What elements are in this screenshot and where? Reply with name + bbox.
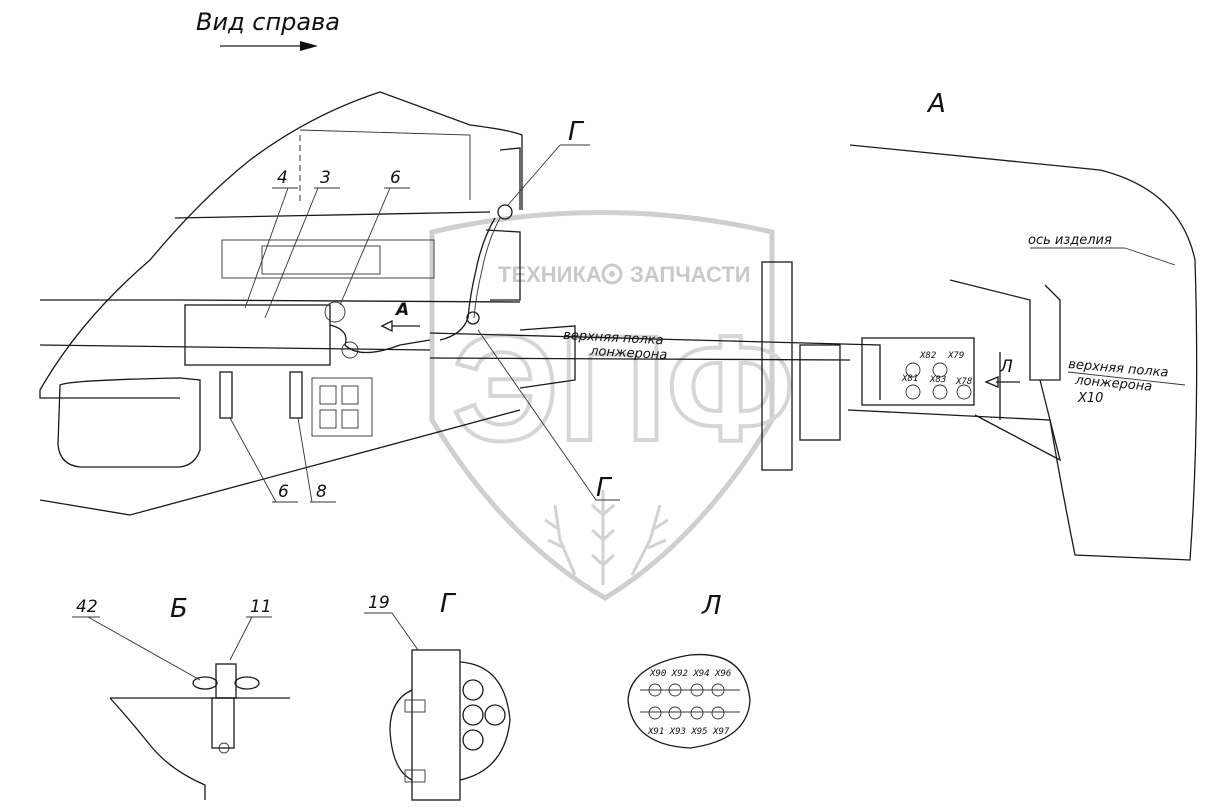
harness [439, 147, 521, 341]
conn-detail-L-top: Х90 Х92 Х94 Х96 [649, 669, 731, 679]
view-letter-G-top: Г [568, 117, 585, 147]
leader-11 [229, 616, 272, 661]
callout-42: 42 [76, 597, 98, 617]
axis-leader [1124, 247, 1176, 266]
leader-19 [364, 612, 419, 651]
leader-6-bottom [229, 417, 298, 503]
leader-42 [72, 616, 201, 681]
conn-x78: Х78 [955, 377, 972, 387]
view-letter-A: А [926, 89, 946, 119]
detail-B-letter: Б [170, 594, 188, 624]
leader-4 [244, 187, 298, 309]
detail-B: Б 42 11 [72, 594, 290, 800]
conn-x82: Х82 [919, 351, 936, 361]
flange-ref-line [1067, 371, 1186, 386]
cab-outline [39, 91, 523, 516]
watermark-big-letters: ЭПФ [452, 304, 795, 472]
callout-3: 3 [320, 168, 331, 188]
callout-19: 19 [368, 593, 390, 613]
title-arrow [220, 41, 318, 51]
gear-icon [601, 263, 623, 285]
detail-G-letter: Г [440, 589, 457, 619]
relay-box [184, 239, 435, 437]
view-letter-G-mid: Г [596, 473, 613, 503]
watermark: ТЕХНИКА ЗАПЧАСТИ ЭПФ [429, 209, 797, 601]
watermark-brand-left: ТЕХНИКА [498, 262, 602, 287]
note-product-axis: ось изделия [1028, 233, 1112, 248]
watermark-brand-right: ЗАПЧАСТИ [630, 262, 751, 287]
wheat-icon [544, 490, 669, 585]
view-title: Вид справа [196, 8, 340, 36]
conn-x83: Х83 [929, 375, 946, 385]
callout-8: 8 [316, 482, 327, 502]
callout-6-bottom: 6 [278, 482, 289, 502]
conn-x81: Х81 [901, 374, 918, 384]
callout-4: 4 [277, 168, 288, 188]
arrow-A [380, 319, 420, 333]
arrow-A-letter: А [394, 300, 409, 320]
leader-3 [264, 187, 340, 319]
leader-8 [297, 417, 336, 503]
leader-G-top [507, 144, 590, 206]
conn-detail-L-bottom: Х91 Х93 Х95 Х97 [647, 727, 730, 737]
conn-x10: Х10 [1077, 391, 1103, 406]
note-upper-flange-left-1: верхняя полка [563, 328, 664, 348]
callout-11: 11 [250, 597, 272, 617]
leader-G-mid [477, 329, 620, 501]
wing-nut-icon [192, 663, 260, 699]
note-upper-flange-left-2: лонжерона [589, 344, 668, 363]
arrow-L-letter: Л [999, 357, 1013, 377]
conn-x79: Х79 [947, 351, 964, 361]
callout-6-top: 6 [390, 168, 401, 188]
arrow-L [984, 376, 1020, 388]
detail-L: Л Х90 Х92 Х94 Х96 Х91 Х93 Х95 Х97 [627, 591, 751, 749]
rear-assembly [847, 144, 1198, 561]
detail-G: Г 19 [364, 589, 511, 801]
note-upper-flange-right-2: лонжерона [1074, 373, 1153, 395]
watermark-shield [429, 209, 775, 601]
frame-longeron [429, 261, 881, 471]
leader-6-top [339, 187, 410, 306]
detail-L-letter: Л [701, 591, 722, 621]
